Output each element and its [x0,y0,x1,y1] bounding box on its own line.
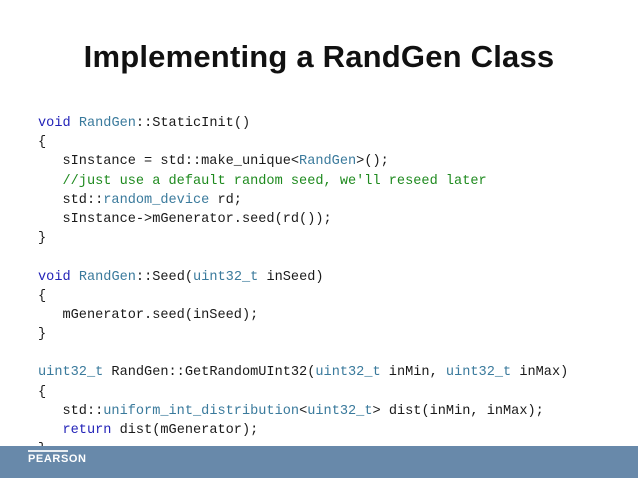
code-token-plain: ::StaticInit() [135,116,251,131]
code-token-plain: sInstance = std::make_unique< [38,154,300,170]
slide-title: Implementing a RandGen Class [83,39,555,74]
code-line: } [38,325,628,344]
code-token-type: random_device [103,192,210,208]
code-token-type: uint32_t [38,365,104,381]
code-token-type: uint32_t [445,365,512,381]
code-token-plain: sInstance->mGenerator.seed(rd()); [38,211,332,227]
code-line: sInstance = std::make_unique<RandGen>(); [38,152,628,171]
code-token-type: uniform_int_distribution [103,403,300,419]
code-token-plain [71,270,79,285]
code-line: void RandGen::Seed(uint32_t inSeed) [38,268,628,287]
code-line: { [38,287,628,306]
code-token-plain: { [38,135,47,151]
code-token-type: RandGen [78,269,136,285]
code-line: } [38,229,628,248]
code-token-plain: dist(mGenerator); [111,423,259,438]
code-token-type: RandGen [299,154,357,170]
code-token-plain: std:: [38,403,104,419]
code-token-plain [71,116,79,131]
code-token-plain: >(); [356,154,389,170]
code-token-plain: rd; [209,192,242,208]
code-token-plain: < [299,403,308,419]
code-line: mGenerator.seed(inSeed); [38,306,628,325]
code-token-type: uint32_t [315,365,381,381]
code-block: void RandGen::StaticInit(){ sInstance = … [38,114,628,459]
code-line [38,248,628,267]
code-line: sInstance->mGenerator.seed(rd()); [38,210,628,229]
pearson-logo: PEARSON [28,453,87,465]
code-token-type: uint32_t [193,269,259,285]
code-token-type: RandGen [78,116,136,131]
code-token-plain: > dist(inMin, inMax); [372,403,544,419]
footer-bar: PEARSON [0,446,638,478]
code-token-plain: { [38,288,47,304]
code-line: return dist(mGenerator); [38,421,628,440]
code-token-plain: std:: [38,192,104,208]
code-token-plain: } [38,231,47,247]
code-line: { [38,383,628,402]
code-token-comment: //just use a default random seed, we'll … [38,173,487,189]
code-line [38,344,628,363]
code-token-kw: return [62,423,112,438]
code-token-kw: void [38,116,71,131]
code-token-plain: inMin, [380,365,446,381]
code-token-kw: void [38,269,71,285]
code-token-plain: inMax) [511,365,569,381]
code-token-plain: inSeed) [258,269,324,285]
pearson-logo-mark-icon [28,450,68,452]
code-line: //just use a default random seed, we'll … [38,172,628,191]
code-token-plain [38,423,62,438]
code-token-plain: { [38,384,47,400]
code-line: { [38,133,628,152]
code-token-plain: } [38,327,47,343]
code-token-type: uint32_t [307,403,373,419]
code-token-plain: mGenerator.seed(inSeed); [38,307,259,323]
code-token-plain: ::Seed( [135,269,194,285]
code-line: std::random_device rd; [38,191,628,210]
code-line: std::uniform_int_distribution<uint32_t> … [38,402,628,421]
code-line: void RandGen::StaticInit() [38,114,628,133]
code-line: uint32_t RandGen::GetRandomUInt32(uint32… [38,363,628,382]
code-token-plain: RandGen::GetRandomUInt32( [103,365,316,381]
